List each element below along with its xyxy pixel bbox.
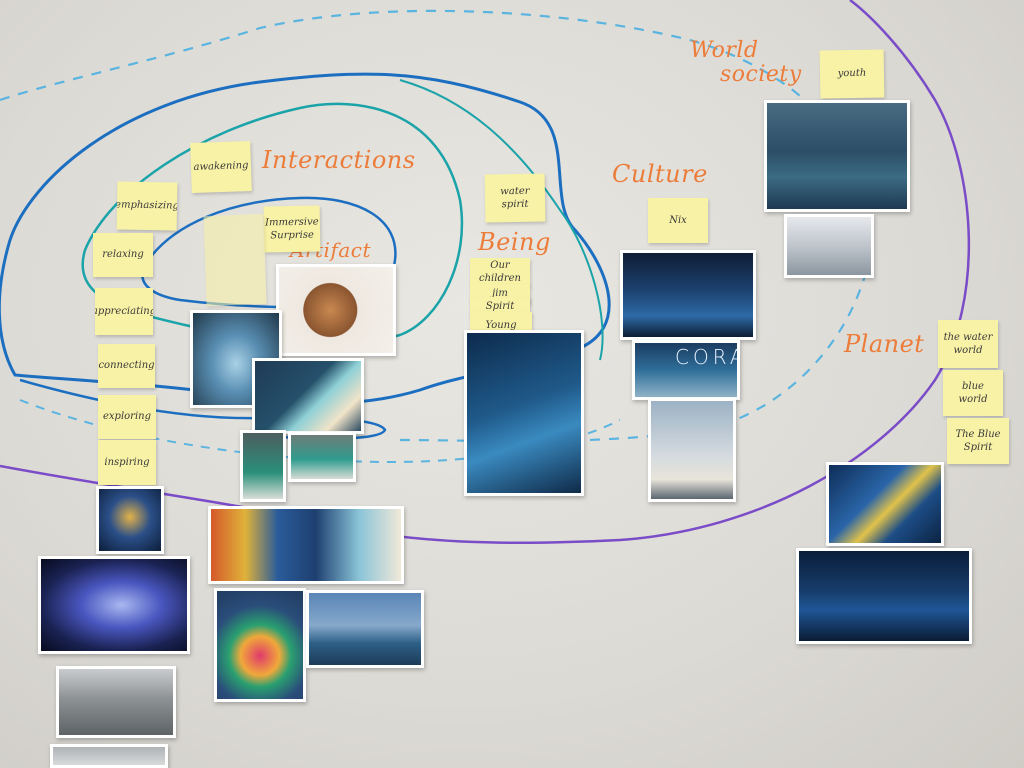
sticky-connecting: connecting: [98, 344, 155, 388]
label-planet: Planet: [844, 330, 925, 358]
photo-green-bottle: [240, 430, 286, 502]
photo-blue-room: [796, 548, 972, 644]
teal-interactions-loop: [81, 102, 464, 345]
photo-nautilus-shell: [276, 264, 396, 356]
label-interactions: Interactions: [262, 146, 416, 174]
photo-whale-painting: [464, 330, 584, 496]
sticky-emphasizing: emphasizing: [116, 181, 178, 231]
photo-coral-jar: [648, 398, 736, 502]
label-culture: Culture: [612, 160, 708, 188]
label-society: society: [720, 62, 802, 87]
sticky-nix: Nix: [648, 198, 708, 243]
sticky-exploring: exploring: [98, 395, 156, 439]
photo-diver-bubbles: [826, 462, 944, 546]
teal-arc-right: [399, 79, 604, 361]
corail-text: CORAIL: [675, 345, 737, 369]
sticky-blue-world: blue world: [943, 370, 1003, 416]
photo-cube-sculpture: [306, 590, 424, 668]
photo-gray-landscape: [56, 666, 176, 738]
label-being: Being: [478, 228, 551, 256]
photo-coast-night: [620, 250, 756, 340]
sticky-water-spirit: water spirit: [484, 173, 546, 223]
sticky-our-children: Our children: [470, 258, 530, 286]
sticky-awakening: awakening: [190, 140, 252, 194]
sticky-relaxing: relaxing: [93, 233, 153, 277]
photo-glowing-figure: [38, 556, 190, 654]
photo-yellow-ring: [96, 486, 164, 554]
photo-colorful-wave: [208, 506, 404, 584]
sticky-youth: youth: [819, 49, 885, 99]
photo-cut-off-bottom: [50, 744, 168, 768]
photo-green-pool: [288, 432, 356, 482]
label-world: World: [690, 38, 759, 63]
sticky-appreciating: appreciating: [95, 288, 153, 335]
sticky-faded-stack: [203, 213, 267, 307]
sticky-immersive-surprise: Immersive Surprise: [263, 205, 321, 253]
photo-clouds: [784, 214, 874, 278]
sticky-the-water-world: the water world: [938, 320, 998, 368]
photo-empty-room: [764, 100, 910, 212]
sticky-inspiring: inspiring: [98, 440, 156, 485]
photo-corail: CORAIL: [632, 340, 740, 400]
sticky-the-blue-spirit: The Blue Spirit: [947, 418, 1009, 464]
photo-island-fin: [252, 358, 364, 434]
photo-flower-vase: [214, 588, 306, 702]
